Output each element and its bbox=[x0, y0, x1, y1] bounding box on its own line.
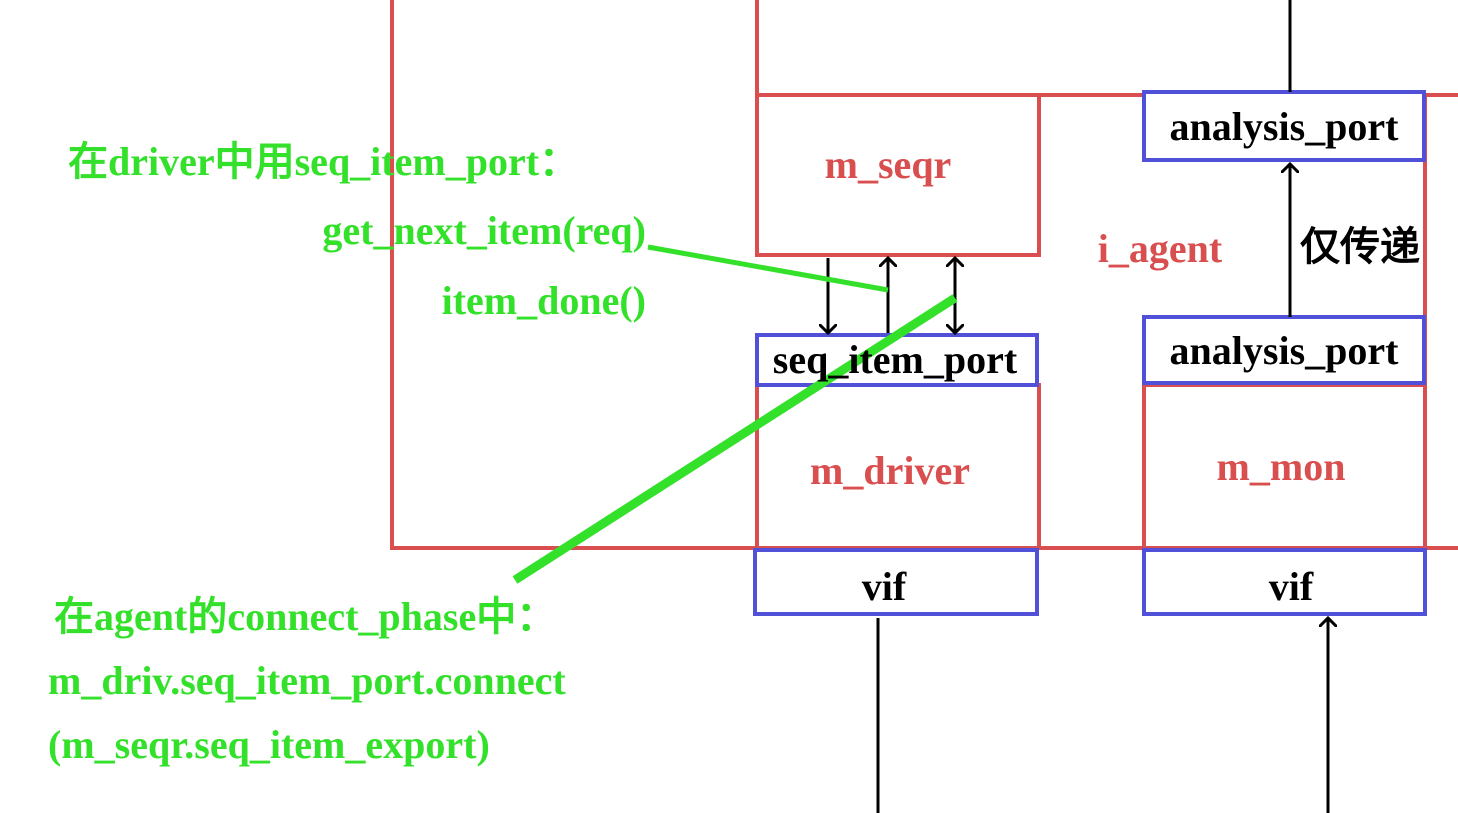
agent-analysis-port-box bbox=[1142, 90, 1426, 162]
agent-analysis-port-label: analysis_port bbox=[1170, 104, 1400, 149]
driver-usage-line1: 在driver中用seq_item_port： bbox=[68, 139, 579, 184]
monitor-analysis-port-box bbox=[1142, 315, 1426, 385]
driver-usage-pointer bbox=[647, 244, 889, 293]
agent-frame bbox=[755, 0, 1458, 97]
env-frame bbox=[390, 0, 1458, 550]
agent-connect-pointer bbox=[512, 294, 958, 584]
driver-usage-line3: item_done() bbox=[442, 278, 646, 323]
monitor-analysis-port-label: analysis_port bbox=[1170, 328, 1400, 373]
driver-usage-line2: get_next_item(req) bbox=[322, 208, 646, 253]
sequencer-label: m_seqr bbox=[825, 142, 952, 187]
monitor-label: m_mon bbox=[1217, 444, 1346, 489]
agent-connect-line1: 在agent的connect_phase中： bbox=[54, 594, 556, 639]
driver-vif-box bbox=[753, 548, 1039, 616]
sequencer-box bbox=[755, 93, 1041, 257]
agent-label: i_agent bbox=[1098, 226, 1223, 271]
seq-item-port-box bbox=[755, 333, 1039, 387]
monitor-vif-label: vif bbox=[1269, 564, 1314, 609]
agent-connect-line3: (m_seqr.seq_item_export) bbox=[48, 722, 490, 767]
driver-label: m_driver bbox=[810, 448, 970, 493]
monitor-vif-box bbox=[1142, 548, 1427, 616]
driver-vif-label: vif bbox=[862, 564, 907, 609]
agent-connect-line2: m_driv.seq_item_port.connect bbox=[48, 658, 566, 703]
seq-item-port-label: seq_item_port bbox=[773, 337, 1018, 382]
pass-through-label: 仅传递 bbox=[1300, 224, 1420, 269]
